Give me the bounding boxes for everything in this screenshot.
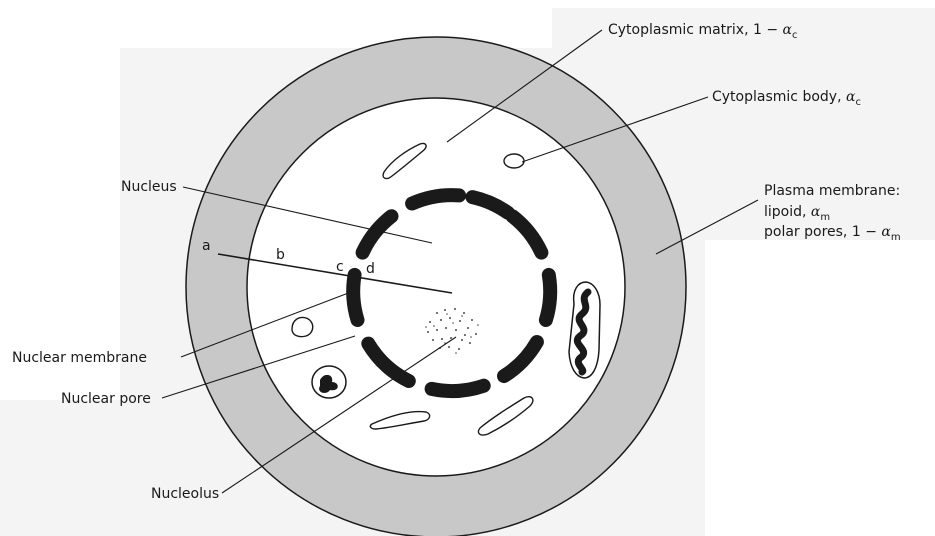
point-b: b: [276, 247, 285, 263]
cytoplasmic-body: [292, 317, 313, 336]
label-plasma-membrane: Plasma membrane:: [764, 183, 900, 199]
point-d: d: [366, 261, 375, 277]
cytoplasmic-body: [504, 154, 524, 168]
label-nucleus: Nucleus: [121, 179, 177, 195]
point-c: c: [336, 259, 344, 275]
label-nuclear-pore: Nuclear pore: [61, 391, 151, 407]
nucleolus: [422, 296, 482, 356]
label-nucleolus: Nucleolus: [151, 486, 219, 502]
nuclear-membrane-segment: [353, 275, 357, 320]
point-a: a: [202, 238, 211, 254]
mitochondrion: [569, 282, 600, 378]
nuclear-membrane-segment: [546, 275, 550, 320]
small-organelle: [312, 366, 346, 398]
label-plasma-membrane-polar-pores: polar pores, 1 − αm: [764, 224, 901, 243]
nuclear-membrane-segment: [432, 386, 484, 391]
label-nuclear-membrane: Nuclear membrane: [12, 350, 147, 366]
